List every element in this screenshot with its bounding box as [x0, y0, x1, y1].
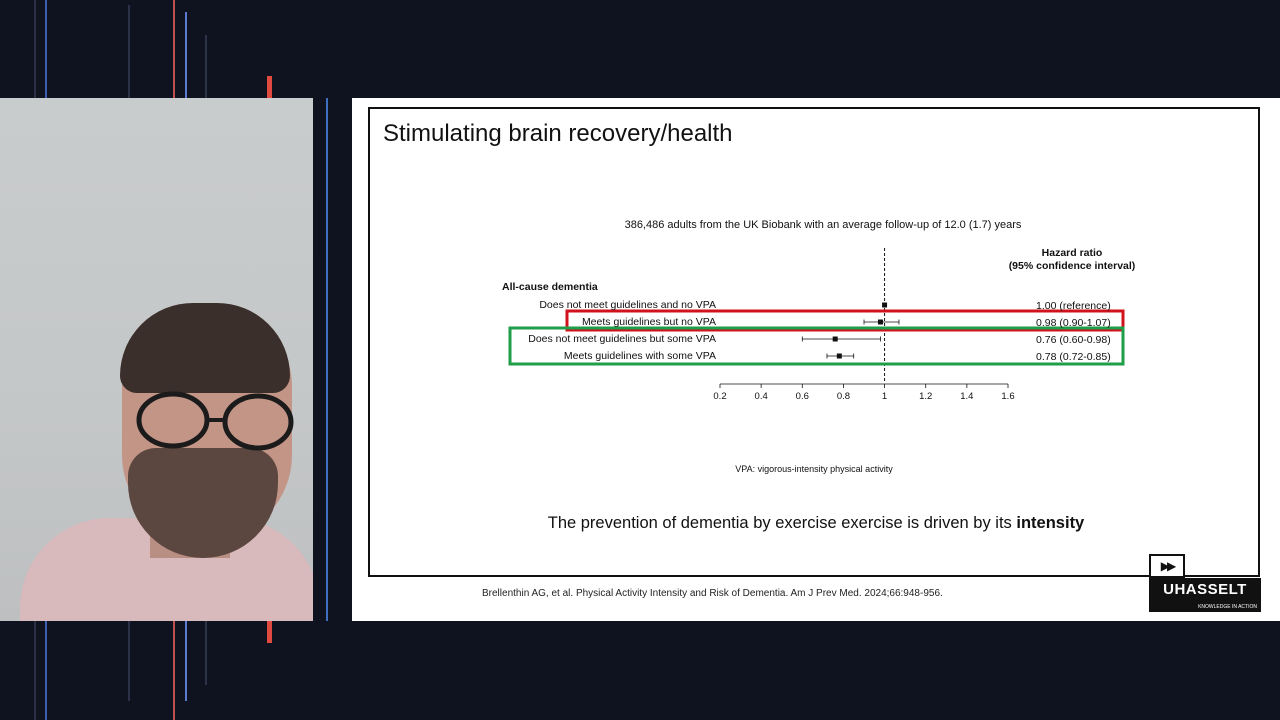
background-line	[45, 621, 47, 720]
background-line	[128, 621, 130, 701]
x-axis-tick-label: 0.6	[796, 391, 809, 402]
chart-footnote: VPA: vigorous-intensity physical activit…	[735, 464, 893, 474]
point-estimate	[832, 336, 838, 342]
column-header-line-1: Hazard ratio	[1042, 247, 1103, 259]
row-label: Meets guidelines with some VPA	[564, 350, 716, 362]
hazard-ratio-text: 1.00 (reference)	[1036, 300, 1111, 312]
chart-title: 386,486 adults from the UK Biobank with …	[625, 219, 1022, 231]
x-axis-tick-label: 0.8	[837, 391, 850, 402]
background-line	[34, 621, 36, 720]
x-axis-tick-label: 1.2	[919, 391, 932, 402]
column-header-line-2: (95% confidence interval)	[1009, 260, 1136, 272]
x-axis-tick-label: 1.4	[960, 391, 973, 402]
row-label: Does not meet guidelines and no VPA	[539, 299, 716, 311]
forest-plot: 386,486 adults from the UK Biobank with …	[502, 219, 1136, 474]
x-axis-tick-label: 0.4	[755, 391, 768, 402]
presenter-glasses	[136, 391, 294, 451]
hazard-ratio-text: 0.78 (0.72-0.85)	[1036, 351, 1111, 363]
takeaway-statement: The prevention of dementia by exercise e…	[352, 514, 1280, 533]
row-label: Meets guidelines but no VPA	[582, 316, 716, 328]
background-line	[267, 621, 272, 643]
point-estimate	[877, 319, 883, 325]
takeaway-emphasis: intensity	[1016, 514, 1085, 532]
background-line	[173, 621, 175, 720]
background-line	[267, 76, 272, 98]
presenter-hair	[120, 303, 290, 393]
x-axis-tick-label: 0.2	[713, 391, 726, 402]
logo-wordmark: UHASSELT	[1149, 578, 1261, 602]
group-label: All-cause dementia	[502, 281, 598, 293]
highlight-box-red	[565, 309, 1125, 332]
background-line	[34, 0, 36, 98]
x-axis-tick-label: 1.6	[1001, 391, 1014, 402]
citation: Brellenthin AG, et al. Physical Activity…	[482, 588, 943, 599]
logo-play-icon: ▶▶	[1149, 554, 1185, 578]
point-estimate	[882, 302, 888, 308]
background-line	[45, 0, 47, 98]
background-line	[205, 621, 207, 685]
background-line	[205, 35, 207, 98]
panel-divider	[326, 98, 328, 621]
x-axis-tick-label: 1	[882, 391, 887, 402]
background-line	[185, 621, 187, 701]
presentation-slide: Stimulating brain recovery/health 386,48…	[352, 98, 1280, 621]
hazard-ratio-text: 0.98 (0.90-1.07)	[1036, 317, 1111, 329]
background-line	[185, 12, 187, 98]
point-estimate	[836, 353, 842, 359]
slide-frame	[368, 107, 1260, 577]
uhasselt-logo: ▶▶ UHASSELT KNOWLEDGE IN ACTION	[1149, 552, 1261, 612]
row-label: Does not meet guidelines but some VPA	[528, 333, 716, 345]
background-line	[128, 5, 130, 98]
hazard-ratio-text: 0.76 (0.60-0.98)	[1036, 334, 1111, 346]
slide-title: Stimulating brain recovery/health	[383, 120, 733, 147]
background-line	[173, 0, 175, 98]
logo-tagline: KNOWLEDGE IN ACTION	[1149, 602, 1261, 612]
takeaway-text: The prevention of dementia by exercise e…	[547, 514, 1012, 532]
presenter-webcam	[0, 98, 313, 621]
highlight-box-green	[508, 326, 1125, 366]
